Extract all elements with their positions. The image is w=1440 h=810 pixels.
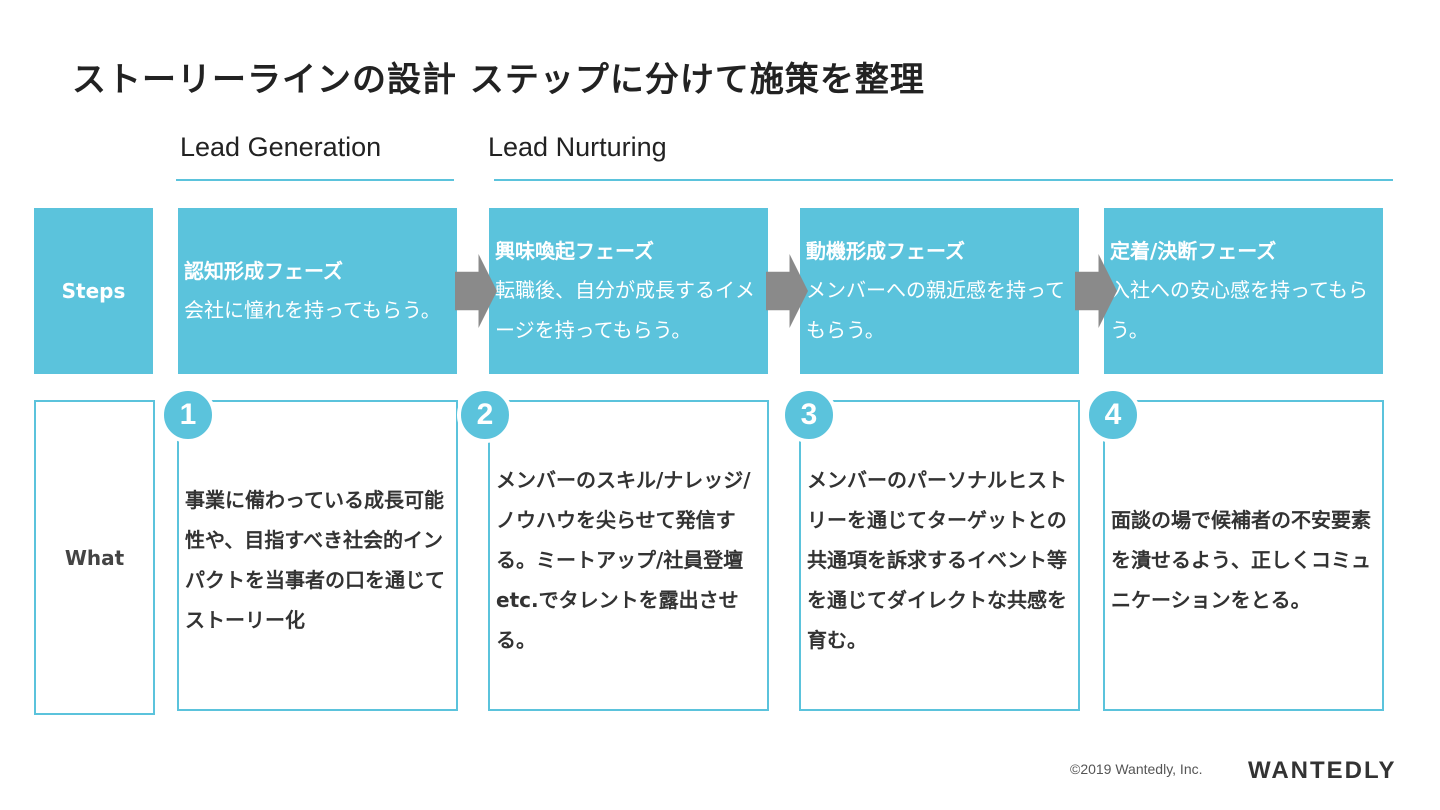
step-box-3: 動機形成フェーズ メンバーへの親近感を持ってもらう。	[800, 208, 1079, 374]
step-number-badge: 1	[160, 387, 216, 443]
step-number-badge: 3	[781, 387, 837, 443]
step-title: 定着/決断フェーズ	[1110, 239, 1277, 263]
phase-underline-nurturing	[494, 179, 1393, 181]
what-box-2: メンバーのスキル/ナレッジ/ノウハウを尖らせて発信する。ミートアップ/社員登壇e…	[488, 400, 769, 711]
step-box-2: 興味喚起フェーズ 転職後、自分が成長するイメージを持ってもらう。	[489, 208, 768, 374]
step-desc: 転職後、自分が成長するイメージを持ってもらう。	[495, 278, 755, 342]
logo-wordmark: WANTEDLY	[1248, 757, 1396, 784]
what-box-4: 面談の場で候補者の不安要素を潰せるよう、正しくコミュニケーションをとる。	[1103, 400, 1384, 711]
step-box-4: 定着/決断フェーズ 入社への安心感を持ってもらう。	[1104, 208, 1383, 374]
wantedly-logo: WANTEDLY	[1248, 754, 1410, 788]
step-title: 興味喚起フェーズ	[495, 239, 654, 263]
what-text: メンバーのパーソナルヒストリーを通じてターゲットとの共通項を訴求するイベント等を…	[807, 468, 1067, 652]
what-text: 事業に備わっている成長可能性や、目指すべき社会的インパクトを当事者の口を通じてス…	[185, 488, 445, 632]
step-number-badge: 4	[1085, 387, 1141, 443]
step-box-1: 認知形成フェーズ 会社に憧れを持ってもらう。	[178, 208, 457, 374]
what-text: メンバーのスキル/ナレッジ/ノウハウを尖らせて発信する。ミートアップ/社員登壇e…	[496, 468, 751, 652]
what-box-3: メンバーのパーソナルヒストリーを通じてターゲットとの共通項を訴求するイベント等を…	[799, 400, 1080, 711]
what-text: 面談の場で候補者の不安要素を潰せるよう、正しくコミュニケーションをとる。	[1111, 508, 1371, 612]
step-desc: 会社に憧れを持ってもらう。	[184, 298, 441, 322]
step-desc: メンバーへの親近感を持ってもらう。	[806, 278, 1065, 342]
row-label-steps: Steps	[34, 208, 153, 374]
step-title: 認知形成フェーズ	[184, 259, 343, 283]
row-label-what: What	[34, 400, 155, 715]
phase-label-nurturing: Lead Nurturing	[488, 132, 667, 162]
step-title: 動機形成フェーズ	[806, 239, 965, 263]
phase-label-generation: Lead Generation	[180, 132, 382, 162]
what-box-1: 事業に備わっている成長可能性や、目指すべき社会的インパクトを当事者の口を通じてス…	[177, 400, 458, 711]
page-title: ストーリーラインの設計 ステップに分けて施策を整理	[72, 60, 925, 100]
copyright-text: ©2019 Wantedly, Inc.	[1070, 761, 1203, 777]
phase-underline-generation	[176, 179, 454, 181]
step-desc: 入社への安心感を持ってもらう。	[1110, 278, 1368, 342]
step-number-badge: 2	[457, 387, 513, 443]
